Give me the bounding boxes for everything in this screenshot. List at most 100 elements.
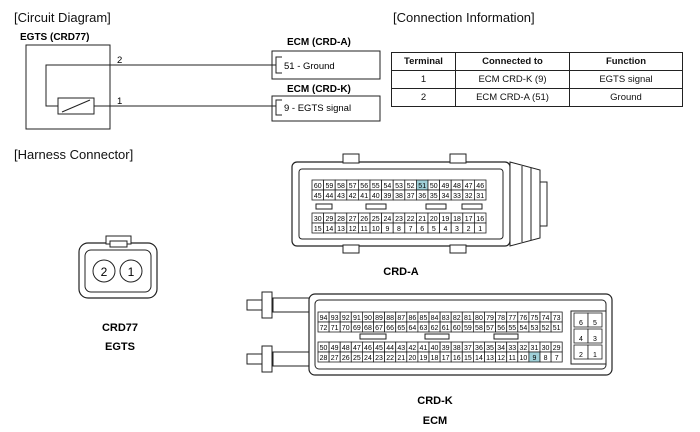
- crdk-side-pin-cell: [587, 328, 603, 344]
- crda-pin-label: 15: [314, 226, 322, 233]
- crda-pin-label: 48: [453, 183, 461, 190]
- harness-connector-heading: [Harness Connector]: [14, 147, 134, 162]
- crdk-pin-label: 83: [442, 315, 450, 322]
- crda-pin-label: 13: [337, 226, 345, 233]
- crda-pin-label: 7: [409, 226, 413, 233]
- crdk-pin-label: 43: [397, 345, 405, 352]
- crdk-pin-label: 92: [342, 315, 350, 322]
- crda-pin-label: 55: [372, 183, 380, 190]
- crda-pin-label: 17: [465, 216, 473, 223]
- crdk-pin-label: 29: [553, 345, 561, 352]
- crdk-pin-label: 45: [375, 345, 383, 352]
- table-cell: 2: [391, 88, 456, 107]
- connection-table: Terminal Connected to Function 1 ECM CRD…: [391, 52, 683, 107]
- crdk-pin-label: 59: [464, 325, 472, 332]
- crdk-pin-label: 38: [453, 345, 461, 352]
- crdk-pin-label: 53: [531, 325, 539, 332]
- crdk-pin-label: 62: [431, 325, 439, 332]
- crdk-pin-label: 51: [553, 325, 561, 332]
- crda-pin-label: 37: [407, 193, 415, 200]
- crda-pin-label: 23: [395, 216, 403, 223]
- crdk-pin-label: 34: [497, 345, 505, 352]
- crda-pin-label: 33: [453, 193, 461, 200]
- crdk-pin-label: 91: [353, 315, 361, 322]
- crdk-pin-label: 81: [464, 315, 472, 322]
- crda-pin-label: 32: [465, 193, 473, 200]
- ecm-k-pin: 9 - EGTS signal: [284, 103, 351, 114]
- crdk-pin-label: 42: [408, 345, 416, 352]
- pin-2-label: 2: [117, 55, 122, 66]
- crdk-pin-label: 24: [364, 355, 372, 362]
- crdk-pin-cell: [550, 351, 563, 363]
- crda-pin-label: 14: [326, 226, 334, 233]
- crdk-pin-label: 16: [453, 355, 461, 362]
- crd77-pin: 1: [128, 265, 135, 279]
- crdk-pin-label: 33: [508, 345, 516, 352]
- crda-pin-label: 29: [326, 216, 334, 223]
- crdk-pin-label: 23: [375, 355, 383, 362]
- crdk-pin-label: 55: [508, 325, 516, 332]
- crdk-pin-label: 61: [442, 325, 450, 332]
- connector-bracket-icon: [275, 56, 282, 74]
- crda-pin-label: 3: [455, 226, 459, 233]
- pin-1-label: 1: [117, 96, 122, 107]
- crda-pin-label: 16: [476, 216, 484, 223]
- crdk-side-pin-cell: [587, 344, 603, 360]
- crdk-pin-label: 65: [397, 325, 405, 332]
- crdk-side-pin-label: 1: [593, 352, 597, 359]
- wire-ground: [45, 64, 276, 107]
- crdk-pin-label: 26: [342, 355, 350, 362]
- crda-pin-label: 6: [420, 226, 424, 233]
- crdk-pin-label: 46: [364, 345, 372, 352]
- crdk-pin-label: 66: [386, 325, 394, 332]
- crdk-pin-label: 8: [544, 355, 548, 362]
- crdk-pin-label: 90: [364, 315, 372, 322]
- crdk-side-pin-label: 4: [579, 336, 583, 343]
- crdk-pin-label: 93: [331, 315, 339, 322]
- crdk-pin-label: 75: [531, 315, 539, 322]
- crdk-side-pin-cell: [587, 312, 603, 328]
- crda-pin-label: 4: [443, 226, 447, 233]
- table-cell: Ground: [569, 88, 683, 107]
- crdk-pin-label: 71: [331, 325, 339, 332]
- crda-pin-label: 54: [384, 183, 392, 190]
- crda-pin-label: 44: [326, 193, 334, 200]
- crdk-pin-label: 35: [486, 345, 494, 352]
- crdk-side-pin-label: 5: [593, 320, 597, 327]
- crdk-pin-label: 17: [442, 355, 450, 362]
- ecm-a-title: ECM (CRD-A): [287, 37, 351, 48]
- crdk-pin-label: 32: [519, 345, 527, 352]
- crda-pin-label: 11: [361, 226, 368, 233]
- crdk-side-pin-label: 3: [593, 336, 597, 343]
- crdk-pin-label: 79: [486, 315, 494, 322]
- crdk-pin-label: 87: [397, 315, 405, 322]
- crda-pin-label: 19: [442, 216, 450, 223]
- crda-pin-label: 45: [314, 193, 322, 200]
- crda-pin-label: 58: [337, 183, 345, 190]
- crda-pin-label: 26: [360, 216, 368, 223]
- crdk-pin-label: 22: [386, 355, 394, 362]
- crdk-pin-label: 18: [431, 355, 439, 362]
- crdk-pin-label: 44: [386, 345, 394, 352]
- crda-pin-label: 52: [407, 183, 415, 190]
- crdk-pin-label: 28: [320, 355, 328, 362]
- crdk-pin-label: 50: [320, 345, 328, 352]
- crdk-pin-label: 25: [353, 355, 361, 362]
- crdk-pin-label: 76: [519, 315, 527, 322]
- crda-pin-label: 38: [395, 193, 403, 200]
- ecm-k-box: [271, 95, 381, 122]
- crda-pin-label: 40: [372, 193, 380, 200]
- crda-pin-label: 53: [395, 183, 403, 190]
- crdk-pin-label: 15: [464, 355, 472, 362]
- crdk-pin-label: 19: [420, 355, 428, 362]
- crda-pin-label: 24: [384, 216, 392, 223]
- crdk-pin-label: 94: [320, 315, 328, 322]
- crdk-pin-label: 88: [386, 315, 394, 322]
- crdk-side-pin-label: 2: [579, 352, 583, 359]
- crdk-pin-label: 72: [320, 325, 328, 332]
- crdk-pin-label: 13: [486, 355, 494, 362]
- crda-pin-label: 28: [337, 216, 345, 223]
- crda-connector: [291, 153, 548, 254]
- crdk-pin-label: 54: [519, 325, 527, 332]
- crdk-pin-label: 41: [420, 345, 428, 352]
